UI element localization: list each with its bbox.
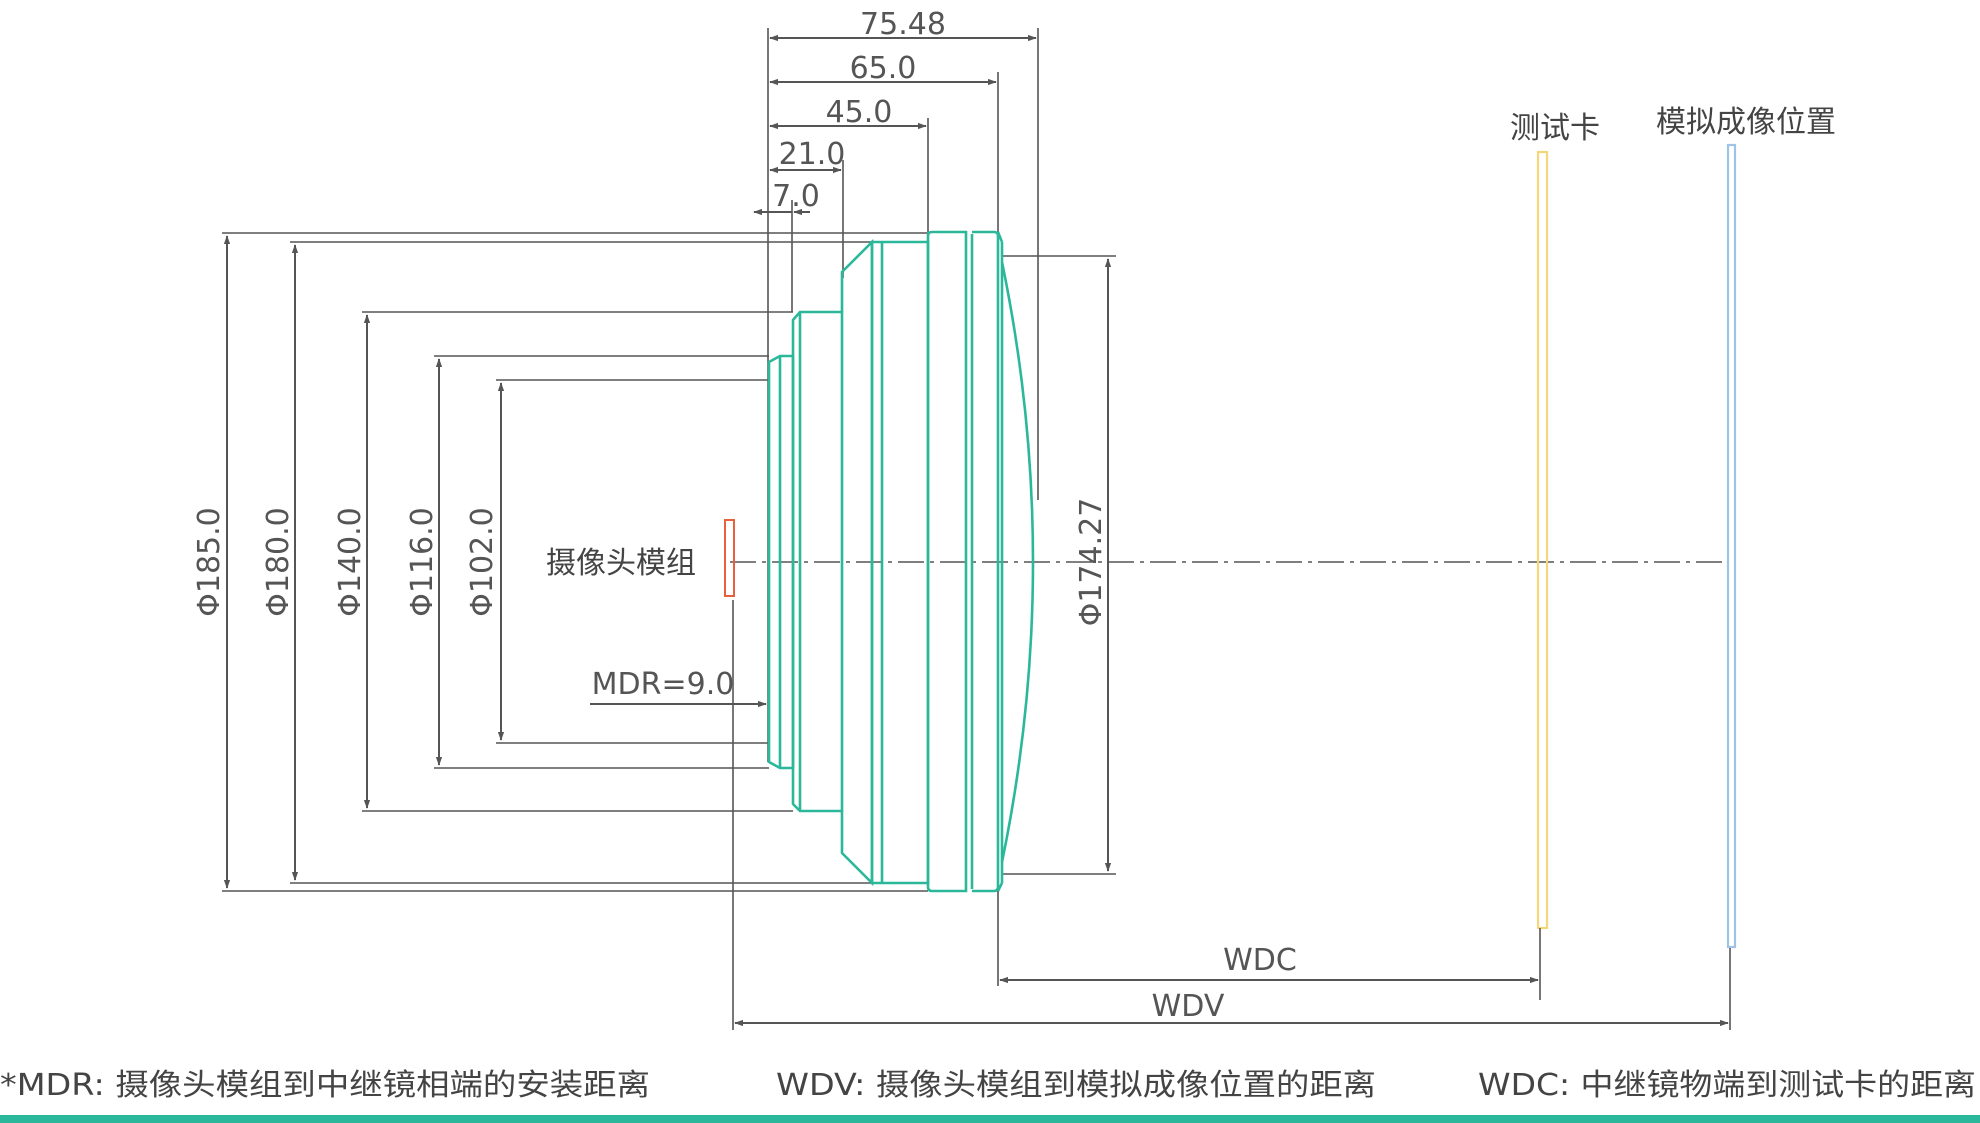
- dim-75-48-label: 75.48: [860, 7, 946, 42]
- image-plane: [1726, 143, 1737, 949]
- test-card: [1536, 150, 1549, 930]
- test-card-label: 测试卡: [1510, 111, 1600, 146]
- dim-phi102-label: Φ102.0: [465, 507, 500, 617]
- footer-notes: *MDR: 摄像头模组到中继镜相端的安装距离 WDV: 摄像头模组到模拟成像位置…: [0, 1068, 1976, 1103]
- dim-21-label: 21.0: [779, 137, 846, 172]
- dim-phi140-label: Φ140.0: [333, 507, 368, 617]
- footer-bar: [0, 1115, 1980, 1123]
- camera-module-label: 摄像头模组: [546, 546, 696, 581]
- dim-phi116-label: Φ116.0: [405, 507, 440, 617]
- image-position-label: 模拟成像位置: [1656, 105, 1836, 140]
- wdc-label: WDC: [1223, 943, 1297, 978]
- dim-7-label: 7.0: [772, 179, 820, 214]
- dim-phi185-label: Φ185.0: [192, 507, 227, 617]
- relay-lens: [767, 230, 1035, 893]
- dim-45-label: 45.0: [826, 95, 893, 130]
- front-diameter-dimension: Φ174.27: [1002, 255, 1116, 875]
- top-dimensions: 75.48 65.0 45.0 21.0 7.0: [753, 7, 1039, 762]
- working-distance-dimensions: WDC WDV: [734, 891, 1731, 1030]
- dim-phi180-label: Φ180.0: [261, 507, 296, 617]
- footer-wdv-note: WDV: 摄像头模组到模拟成像位置的距离: [776, 1068, 1376, 1103]
- footer-wdc-note: WDC: 中继镜物端到测试卡的距离: [1478, 1068, 1976, 1103]
- mdr-label: MDR=9.0: [592, 667, 735, 702]
- mdr-dimension: MDR=9.0: [590, 600, 767, 1030]
- dim-65-label: 65.0: [850, 51, 917, 86]
- diameter-dimensions: Φ185.0 Φ180.0 Φ140.0 Φ116.0 Φ102.0: [192, 232, 928, 892]
- footer-mdr-note: *MDR: 摄像头模组到中继镜相端的安装距离: [0, 1068, 650, 1103]
- wdv-label: WDV: [1152, 989, 1225, 1024]
- camera-module: [724, 519, 735, 597]
